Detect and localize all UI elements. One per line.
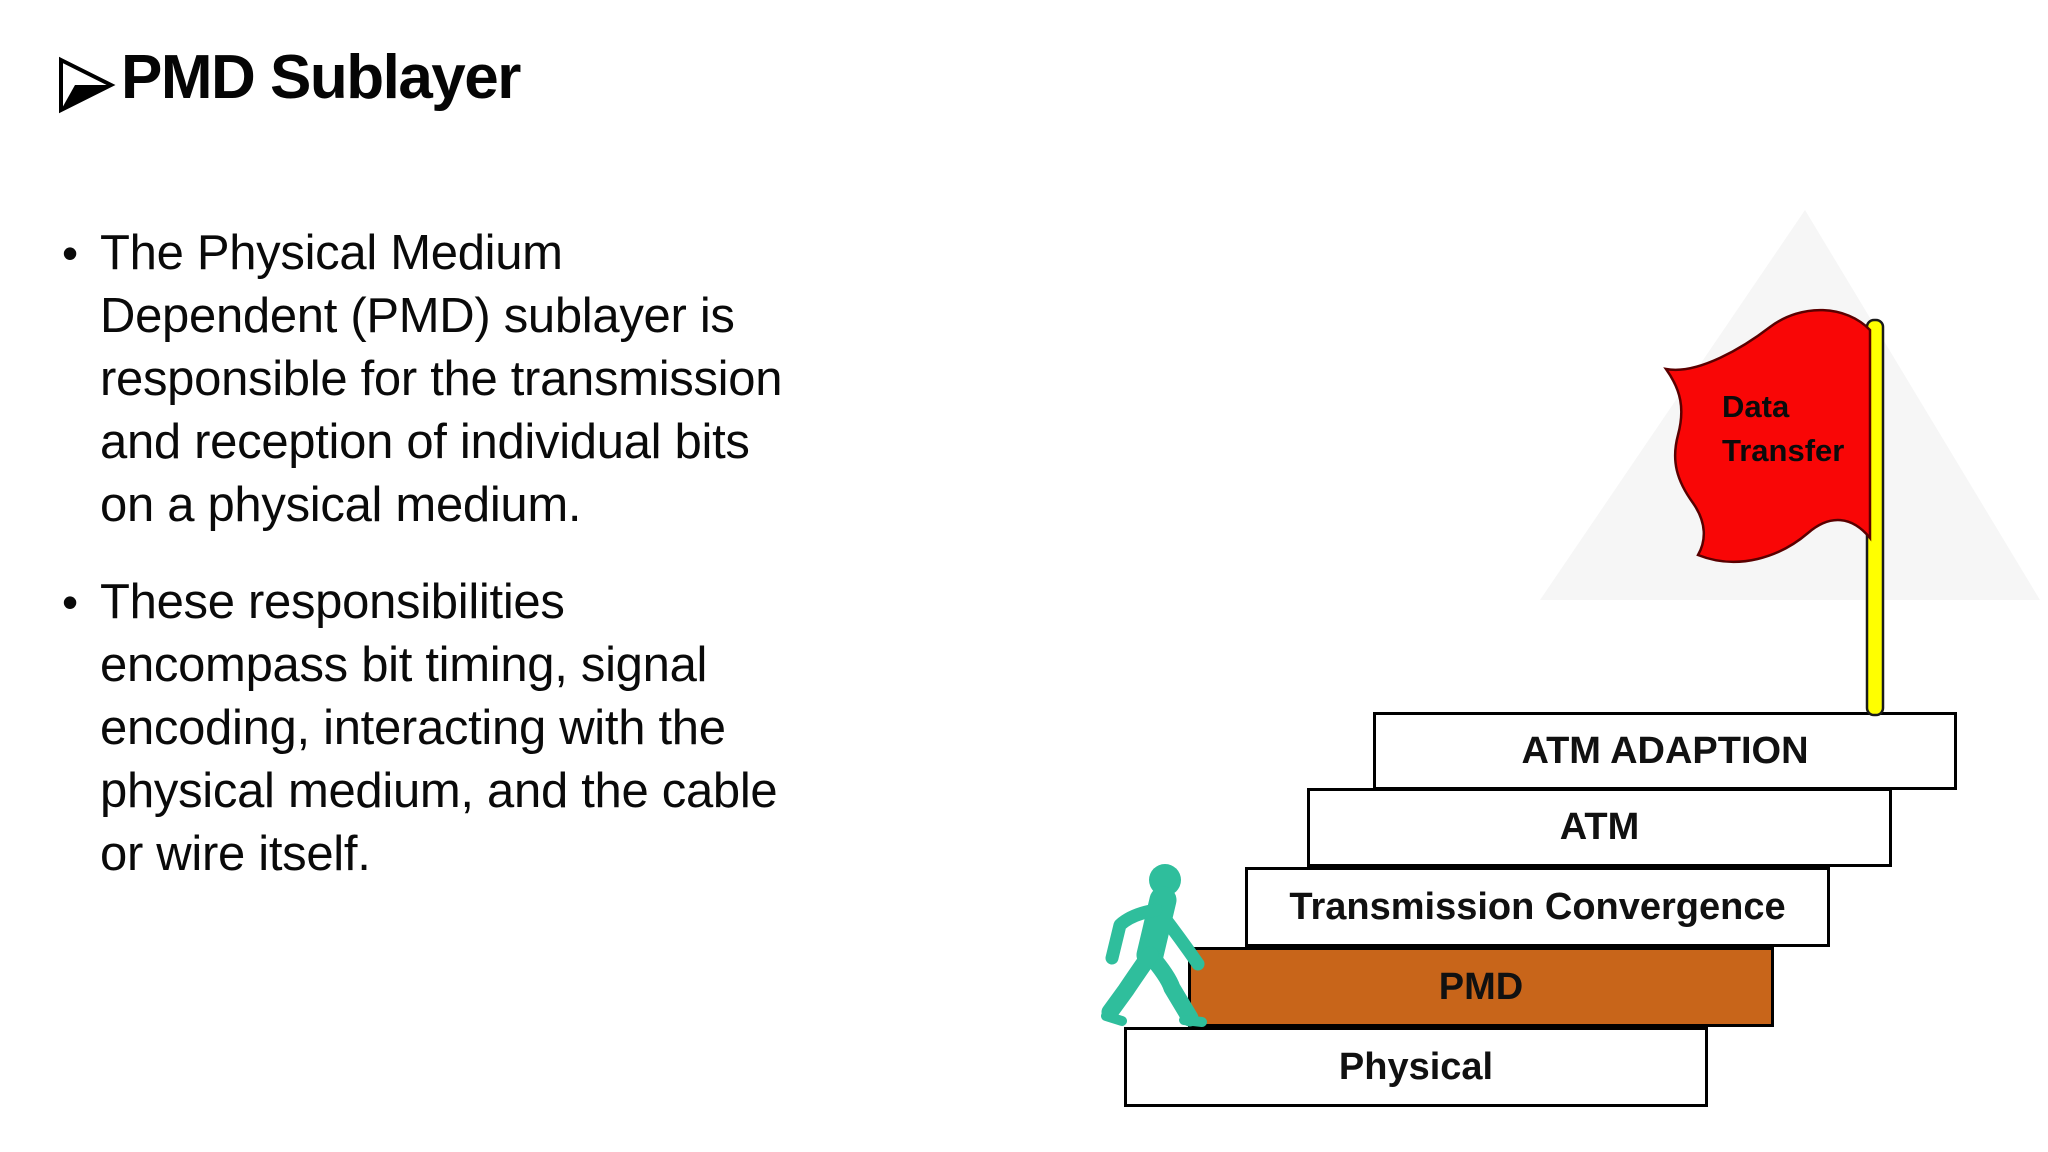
flag-pole	[1865, 318, 1885, 717]
layer-label-pmd: PMD	[1438, 965, 1524, 1008]
person-head	[1149, 864, 1181, 896]
bullet-text-responsibilities: These responsibilities encompass bit tim…	[100, 575, 778, 881]
arrowhead-bullet-icon	[59, 56, 116, 114]
background-watermark-triangle	[1540, 210, 2040, 600]
bullet-text-pmd-definition: The Physical Medium Dependent (PMD) subl…	[100, 226, 783, 532]
person-front-leg	[1141, 946, 1199, 1027]
person-back-arm	[1105, 903, 1163, 965]
layer-label-atm-adaption: ATM ADAPTION	[1521, 729, 1809, 772]
bullet-marker: •	[62, 576, 79, 628]
page-title: PMD Sublayer	[121, 43, 521, 112]
layer-box-physical: Physical	[1124, 1027, 1708, 1107]
bullet-list: • The Physical Medium Dependent (PMD) su…	[62, 222, 962, 886]
bullet-marker: •	[62, 227, 79, 279]
bullet-item: • The Physical Medium Dependent (PMD) su…	[62, 222, 962, 537]
bullet-item: • These responsibilities encompass bit t…	[62, 571, 962, 886]
layer-label-transmission-convergence: Transmission Convergence	[1289, 885, 1786, 928]
layer-label-atm: ATM	[1559, 806, 1640, 848]
person-back-leg	[1101, 946, 1159, 1021]
person-front-foot	[1179, 1015, 1207, 1027]
person-torso	[1136, 886, 1177, 969]
title-row: PMD Sublayer	[55, 42, 521, 118]
layer-box-pmd: PMD	[1188, 947, 1774, 1027]
walking-person-icon	[1101, 864, 1207, 1027]
layer-label-physical: Physical	[1338, 1045, 1494, 1088]
data-transfer-flag-icon	[1663, 308, 1885, 717]
flag-label: Data Transfer	[1722, 389, 1845, 468]
person-front-arm	[1153, 905, 1205, 971]
layer-box-atm-adaption: ATM ADAPTION	[1373, 712, 1957, 790]
person-back-foot	[1101, 1011, 1127, 1026]
layer-box-transmission-convergence: Transmission Convergence	[1245, 867, 1830, 947]
layer-box-atm: ATM	[1307, 788, 1892, 867]
flag-cloth	[1663, 308, 1872, 563]
